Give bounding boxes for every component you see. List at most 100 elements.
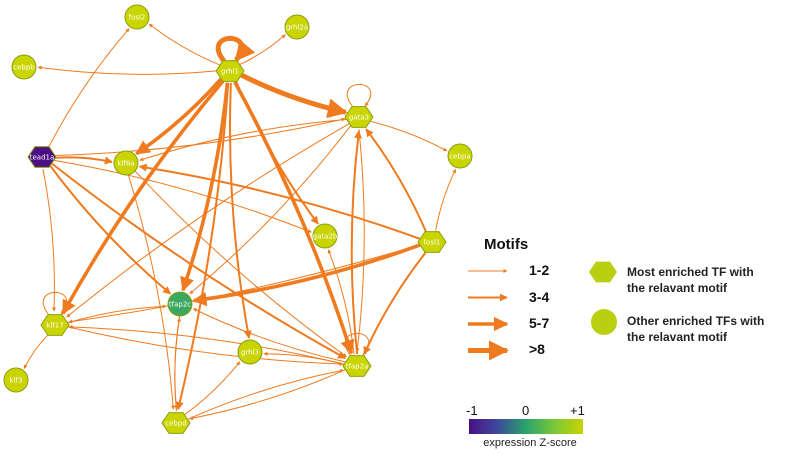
node-gata3: gata3	[344, 106, 374, 128]
hexagon-legend-line1: Most enriched TF with	[627, 265, 754, 279]
node-label: grhl3	[241, 349, 259, 357]
circle-shape	[113, 150, 139, 176]
edge-tead1a-to-fosl2	[48, 28, 130, 148]
node-grhl3: grhl3	[237, 339, 263, 365]
circle-shape	[167, 291, 193, 317]
edge-tead1a-to-tfap2c	[49, 165, 172, 295]
edge-grhl1-to-klf6a	[135, 77, 223, 156]
node-tfap2a: tfap2a	[342, 355, 372, 377]
node-label: klf17	[46, 322, 63, 330]
edge-gata3-to-cebpa	[370, 120, 448, 152]
node-grhl2a: grhl2a	[284, 14, 310, 40]
hexagon-shape	[27, 146, 57, 168]
edge-gata3-to-tfap2a	[355, 128, 365, 353]
edge-tead1a-to-klf17	[42, 168, 57, 312]
node-label: gata3	[349, 114, 369, 122]
node-label: cebpa	[449, 153, 470, 161]
circle-shape	[3, 367, 29, 393]
edge-klf17-to-tfap2a	[66, 326, 344, 366]
edge-tfap2a-to-grhl3	[263, 351, 346, 365]
edge-grhl1-to-cebpd	[175, 82, 230, 410]
edge-tfap2a-to-tfap2a	[344, 332, 370, 357]
edge-grhl1-to-tfap2c	[180, 82, 230, 292]
circle-shape	[284, 14, 310, 40]
legend-label-1: 1-2	[529, 262, 550, 278]
nodes-layer: fosl2 grhl2a cebpb grhl1 gata3 cebpa tead1a klf…	[3, 4, 473, 434]
edge-gata3-to-tfap2c	[189, 125, 352, 295]
edge-tead1a-to-klf6a	[53, 156, 113, 165]
legend-label-2: 3-4	[529, 289, 550, 305]
edge-fosl1-to-klf6a	[138, 163, 421, 240]
edge-grhl1-to-grhl2a	[239, 34, 286, 65]
edge-tfap2a-to-gata3	[350, 130, 363, 355]
node-label: klf6a	[117, 160, 134, 168]
edge-fosl1-to-gata3	[365, 128, 427, 233]
legend-arrows	[468, 261, 617, 361]
colorbar	[469, 419, 583, 434]
edge-tead1a-to-gata2b	[53, 159, 312, 233]
node-label: fosl1	[424, 239, 441, 247]
circle-shape	[237, 339, 263, 365]
edge-grhl1-to-tfap2a	[233, 81, 355, 355]
hexagon-shape	[40, 314, 70, 336]
edge-cebpd-to-grhl3	[184, 361, 241, 416]
node-label: grhl2a	[286, 24, 308, 32]
legend-circle-icon	[591, 309, 617, 335]
edge-grhl1-to-gata2b	[235, 81, 319, 225]
circle-shape	[312, 223, 338, 249]
edge-tfap2a-to-cebpd	[188, 369, 346, 421]
circle-legend-line2: the relavant motif	[627, 330, 728, 344]
node-label: cebpd	[165, 420, 187, 428]
edge-klf6a-to-tfap2a	[134, 170, 347, 358]
edge-gata3-to-gata3	[346, 83, 372, 108]
node-label: fosl2	[129, 14, 146, 22]
edge-klf17-to-klf3	[23, 334, 49, 369]
node-tfap2c: tfap2c	[167, 291, 193, 317]
node-klf3: klf3	[3, 367, 29, 393]
node-tead1a: tead1a	[27, 146, 57, 168]
edge-gata3-to-klf17	[66, 123, 350, 318]
hexagon-shape	[417, 231, 447, 253]
edges-layer	[23, 23, 457, 421]
node-label: tead1a	[30, 154, 55, 162]
node-label: tfap2c	[169, 301, 191, 309]
edge-tfap2a-to-gata2b	[327, 249, 355, 355]
edge-klf17-to-klf17	[42, 291, 68, 316]
edge-fosl1-to-tfap2c	[192, 243, 421, 307]
edge-grhl1-to-cebpb	[37, 65, 219, 75]
edge-klf17-to-tfap2c	[66, 304, 167, 324]
node-fosl1: fosl1	[417, 231, 447, 253]
edge-tead1a-to-gata3	[53, 117, 346, 156]
colorbar-max-label: +1	[570, 403, 585, 418]
edge-grhl1-to-klf17	[61, 79, 225, 315]
edge-grhl1-to-grhl3	[228, 82, 252, 339]
edge-tead1a-to-tfap2a	[51, 162, 347, 360]
edge-grhl1-to-gata3	[240, 72, 348, 119]
node-cebpa: cebpa	[447, 143, 473, 169]
node-label: klf3	[10, 377, 23, 385]
hexagon-shape	[215, 60, 245, 82]
legend-label-3: 5-7	[529, 315, 550, 331]
edge-tfap2a-to-klf17	[68, 325, 346, 365]
edge-grhl1-to-grhl1	[215, 35, 256, 63]
edge-fosl1-to-tfap2a	[363, 251, 427, 355]
node-gata2b: gata2b	[312, 223, 338, 249]
edge-gata3-to-klf6a	[139, 118, 348, 162]
circle-shape	[447, 143, 473, 169]
edge-fosl1-to-cebpa	[435, 168, 457, 231]
legend-label-4: >8	[529, 341, 545, 357]
colorbar-mid-label: 0	[522, 403, 530, 418]
hexagon-legend-text: Most enriched TF with the relavant motif	[627, 264, 754, 296]
circle-shape	[11, 54, 37, 80]
node-cebpb: cebpb	[11, 54, 37, 80]
node-cebpd: cebpd	[161, 412, 191, 434]
edge-cebpd-to-tfap2a	[187, 368, 345, 420]
node-grhl1: grhl1	[215, 60, 245, 82]
edge-tfap2c-to-cebpd	[174, 315, 181, 410]
colorbar-min-label: -1	[466, 403, 478, 418]
colorbar-label: expression Z-score	[483, 437, 577, 449]
node-klf6a: klf6a	[113, 150, 139, 176]
edge-tfap2a-to-tfap2c	[192, 308, 346, 363]
node-label: gata2b	[313, 233, 338, 241]
